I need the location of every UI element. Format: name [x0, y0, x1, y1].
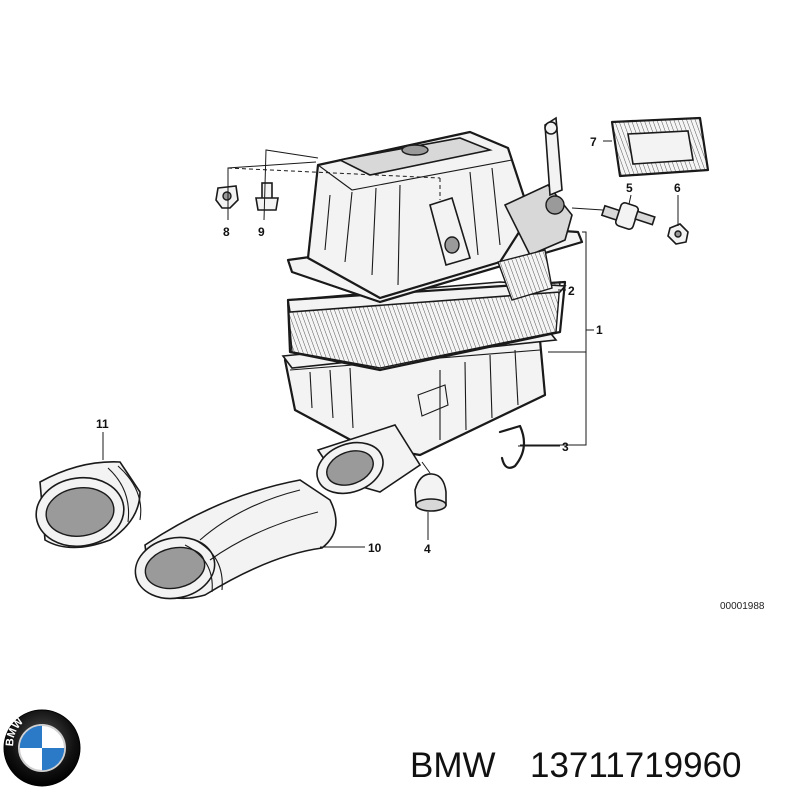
bmw-logo: BMW	[3, 709, 81, 787]
callout-labels: 1 2 3 4 5 6 7 8 9 10 11	[96, 135, 681, 556]
footer-part-number: 13711719960	[530, 746, 742, 785]
callout-1: 1	[596, 323, 603, 337]
callout-4: 4	[424, 542, 431, 556]
footer-brand-text: BMW	[410, 746, 496, 785]
leader-lines	[102, 140, 679, 548]
callout-10: 10	[368, 541, 382, 555]
hex-nut	[667, 223, 689, 245]
diagram-reference-number: 00001988	[720, 601, 765, 612]
callout-5: 5	[626, 181, 633, 195]
air-filter-housing	[281, 116, 584, 495]
rubber-mount	[600, 202, 656, 230]
callout-8: 8	[223, 225, 230, 239]
spring-clip	[498, 424, 526, 469]
callout-9: 9	[258, 225, 265, 239]
callout-3: 3	[562, 440, 569, 454]
intake-hose	[134, 479, 337, 600]
callout-2: 2	[568, 284, 575, 298]
callout-11: 11	[96, 417, 109, 431]
collar-nut	[215, 185, 239, 209]
hex-bolt	[255, 182, 279, 211]
callout-6: 6	[674, 181, 681, 195]
intake-bellows	[35, 461, 142, 549]
gasket-plate	[610, 116, 710, 178]
callout-7: 7	[590, 135, 597, 149]
rubber-cap	[414, 473, 447, 512]
